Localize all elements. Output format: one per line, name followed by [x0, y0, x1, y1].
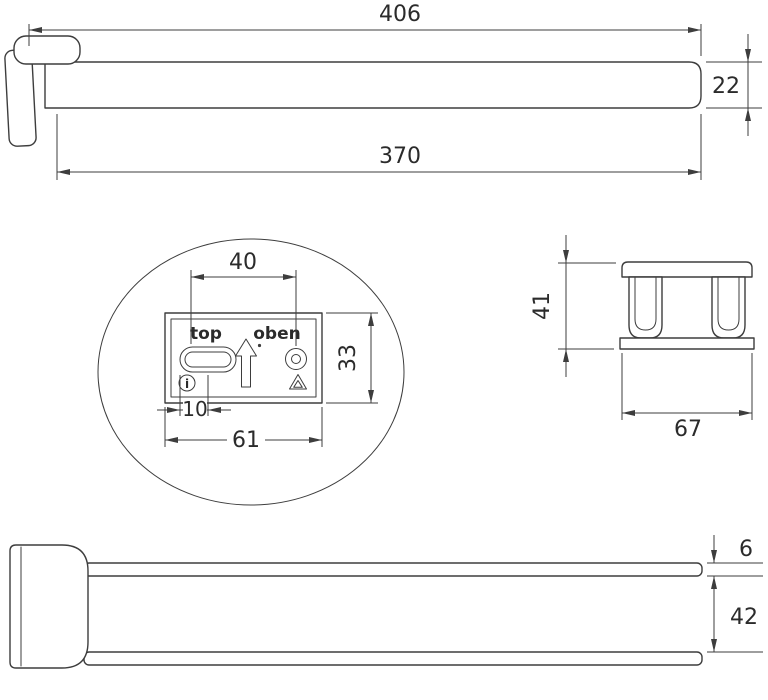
bracket-leg-right-inner	[717, 276, 740, 331]
dim-label-bar-height: 22	[712, 74, 740, 99]
dim-label-overall-length: 406	[379, 2, 421, 27]
dim-bar-length: 370	[56, 114, 702, 180]
bracket-cap	[621, 261, 753, 278]
top-view: 6 42	[9, 535, 763, 669]
info-icon-glyph: i	[185, 377, 189, 391]
side-view: 406 370 22	[4, 2, 762, 180]
front-view: 41 67	[530, 235, 755, 442]
label-oben: oben	[253, 324, 300, 344]
recycling-icon-inner	[293, 380, 303, 388]
dim-text-mask	[227, 428, 265, 451]
screw-hole	[285, 348, 307, 370]
dim-label-plate-height: 33	[336, 344, 361, 372]
dim-label-slot-adjust: 10	[182, 397, 207, 421]
arrow-up-icon	[235, 338, 257, 388]
detail-view: top oben i 40 33	[97, 238, 405, 506]
recycling-icon-outer	[289, 374, 307, 390]
dim-label-bracket-height: 41	[530, 292, 555, 320]
dim-label-hole-spacing: 40	[229, 250, 257, 275]
dim-overall-length: 406	[28, 2, 702, 56]
slot-hole-inner	[184, 351, 232, 368]
bracket-leg-left	[628, 276, 663, 339]
label-top: top	[190, 324, 222, 344]
info-icon-circle	[178, 374, 196, 392]
screw-hole-inner	[291, 354, 301, 364]
dim-slot-adjust: 10	[157, 375, 231, 421]
dim-label-plate-width: 61	[232, 428, 260, 453]
dim-label-bracket-width: 67	[674, 417, 702, 442]
towel-bar-side	[44, 61, 702, 109]
dim-text-mask	[183, 400, 207, 420]
bracket-leg-left-inner	[634, 276, 657, 331]
bar-upper-top-view	[83, 562, 703, 577]
slot-hole	[179, 346, 237, 373]
dim-label-bar-thickness: 6	[739, 537, 753, 562]
dim-hole-spacing: 40	[190, 250, 297, 346]
mounting-plate-inner-border	[170, 318, 317, 398]
dim-label-bar-gap: 42	[730, 605, 758, 630]
index-dot	[257, 343, 262, 348]
dim-label-bar-length: 370	[379, 144, 421, 169]
dim-bracket-width: 67	[621, 353, 753, 442]
info-icon: i	[178, 374, 196, 392]
mount-block-top-view	[9, 544, 89, 669]
dim-bar-gap: 42	[707, 576, 763, 653]
dim-bar-height: 22	[706, 34, 762, 136]
detail-circle	[97, 238, 405, 506]
dim-bar-thickness: 6	[707, 535, 763, 577]
bar-lower-top-view	[83, 651, 703, 666]
dim-plate-height: 33	[326, 312, 378, 404]
bracket-leg-right	[711, 276, 746, 339]
dim-bracket-height: 41	[530, 235, 616, 377]
pivot-arm-side	[13, 35, 81, 65]
dim-plate-width: 61	[164, 407, 323, 453]
bracket-base	[619, 337, 755, 350]
recycling-icon	[289, 374, 307, 390]
